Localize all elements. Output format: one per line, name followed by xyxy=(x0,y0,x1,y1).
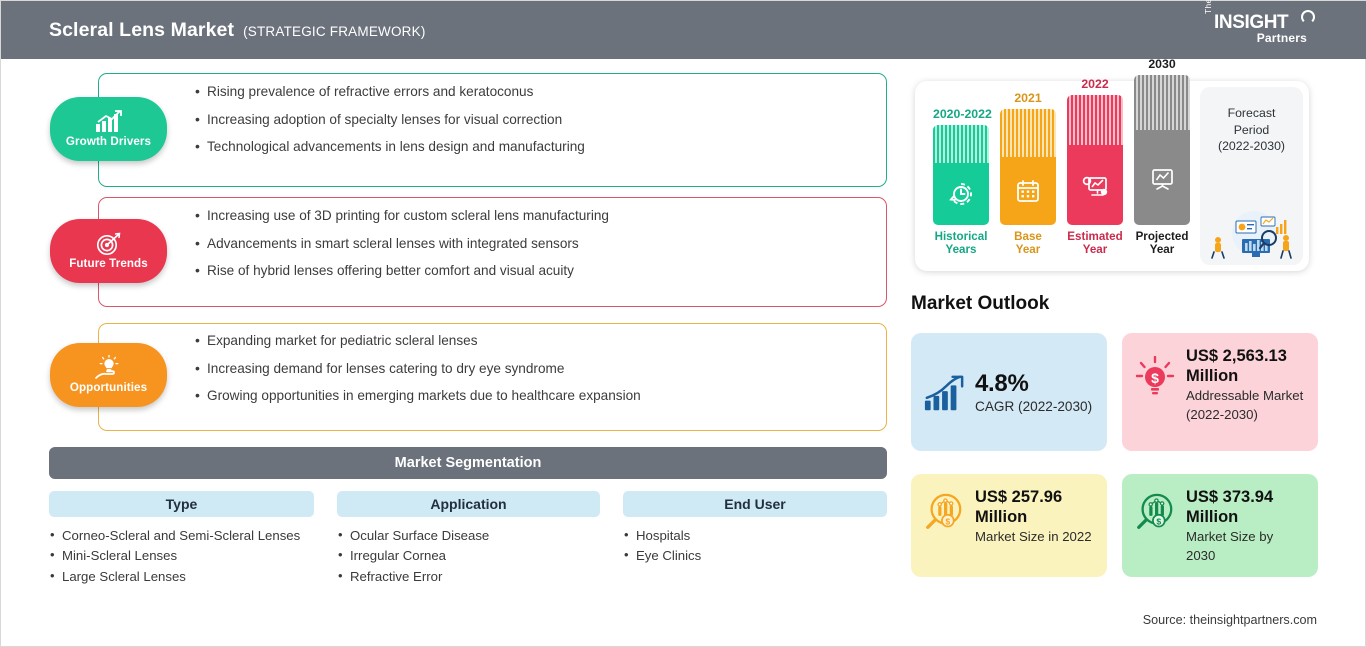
market-outlook-title: Market Outlook xyxy=(911,293,1050,314)
magnifier-chart-dollar-icon: $ xyxy=(1134,487,1176,535)
analytics-gear-icon xyxy=(1082,176,1108,196)
calendar-icon xyxy=(1017,180,1039,202)
source-attribution: Source: theinsightpartners.com xyxy=(1142,613,1317,627)
segmentation-column-type: Type Corneo-Scleral and Semi-Scleral Len… xyxy=(49,491,314,587)
outlook-card-value: US$ 373.94 Million xyxy=(1186,488,1274,526)
list-item: Expanding market for pediatric scleral l… xyxy=(195,333,886,348)
segmentation-column-end-user: End User Hospitals Eye Clinics xyxy=(623,491,887,567)
timeline-caption: Projected Year xyxy=(1135,230,1189,256)
svg-text:$: $ xyxy=(1151,370,1159,386)
segmentation-item-list: Corneo-Scleral and Semi-Scleral Lenses M… xyxy=(49,525,314,587)
list-item: Growing opportunities in emerging market… xyxy=(195,388,886,403)
list-item: Large Scleral Lenses xyxy=(49,566,314,587)
outlook-card-text: US$ 2,563.13 Million Addressable Market … xyxy=(1186,346,1306,424)
badge-label: Growth Drivers xyxy=(65,135,152,148)
outlook-card-text: US$ 257.96 Million Market Size in 2022 xyxy=(975,487,1095,547)
timeline-caption: Base Year xyxy=(1014,230,1042,256)
badge-label: Opportunities xyxy=(69,381,148,394)
logo-the-text: The xyxy=(1203,0,1213,14)
forecast-line-1: Forecast xyxy=(1227,106,1276,120)
badge-growth-drivers[interactable]: Growth Drivers xyxy=(50,97,167,161)
bar-chart-growth-icon xyxy=(95,110,123,134)
segmentation-item-list: Hospitals Eye Clinics xyxy=(623,525,887,567)
opportunities-bullet-list: Expanding market for pediatric scleral l… xyxy=(99,324,886,403)
badge-future-trends[interactable]: Future Trends xyxy=(50,219,167,283)
outlook-card-text: US$ 373.94 Million Market Size by 2030 xyxy=(1186,487,1306,565)
outlook-card-label: Addressable Market (2022-2030) xyxy=(1186,388,1304,422)
svg-text:$: $ xyxy=(1156,517,1161,527)
segmentation-column-header: Application xyxy=(337,491,600,517)
insight-partners-logo: The INSIGHT Partners xyxy=(1203,0,1315,51)
target-dart-icon xyxy=(96,232,122,256)
bar-chart-arrow-icon xyxy=(923,374,965,414)
list-item: Mini-Scleral Lenses xyxy=(49,545,314,566)
clock-history-icon xyxy=(949,183,972,205)
page-title: Scleral Lens Market xyxy=(49,18,235,41)
list-item: Eye Clinics xyxy=(623,545,887,566)
magnifier-chart-dollar-icon: $ xyxy=(923,487,965,535)
segmentation-item-list: Ocular Surface Disease Irregular Cornea … xyxy=(337,525,600,587)
list-item: Technological advancements in lens desig… xyxy=(195,139,886,154)
timeline-year-label: 2020-2022 xyxy=(933,107,992,121)
badge-opportunities[interactable]: Opportunities xyxy=(50,343,167,407)
timeline-year-label: 2022 xyxy=(1081,77,1109,91)
segmentation-column-application: Application Ocular Surface Disease Irreg… xyxy=(337,491,600,587)
market-segmentation-title: Market Segmentation xyxy=(49,447,887,479)
forecast-period-panel: Forecast Period (2022-2030) xyxy=(1200,87,1303,265)
outlook-card-label: Market Size in 2022 xyxy=(975,529,1092,544)
svg-text:$: $ xyxy=(945,517,950,527)
panel-future-trends: Increasing use of 3D printing for custom… xyxy=(98,197,887,307)
timeline-caption: Estimated Year xyxy=(1067,230,1123,256)
future-trends-bullet-list: Increasing use of 3D printing for custom… xyxy=(99,198,886,278)
timeline-year-label: 2021 xyxy=(1014,91,1042,105)
data-analysis-illustration xyxy=(1211,211,1292,259)
outlook-card-market-size-2030: $ US$ 373.94 Million Market Size by 2030 xyxy=(1122,474,1318,577)
list-item: Rise of hybrid lenses offering better co… xyxy=(195,263,886,278)
lightbulb-dollar-icon: $ xyxy=(1134,346,1176,398)
segmentation-column-header: Type xyxy=(49,491,314,517)
list-item: Refractive Error xyxy=(337,566,600,587)
forecast-line-3: (2022-2030) xyxy=(1218,139,1285,153)
outlook-card-value: US$ 2,563.13 Million xyxy=(1186,347,1287,385)
list-item: Rising prevalence of refractive errors a… xyxy=(195,84,886,99)
outlook-card-value: US$ 257.96 Million xyxy=(975,488,1063,526)
study-period-timeline-chart: 2020-2022 Historical Years 2021 xyxy=(915,57,1309,271)
panel-growth-drivers: Rising prevalence of refractive errors a… xyxy=(98,73,887,187)
header-title-group: Scleral Lens Market (STRATEGIC FRAMEWORK… xyxy=(49,19,426,42)
badge-label: Future Trends xyxy=(69,257,148,270)
list-item: Advancements in smart scleral lenses wit… xyxy=(195,236,886,251)
list-item: Irregular Cornea xyxy=(337,545,600,566)
outlook-card-value: 4.8% xyxy=(975,370,1029,398)
forecast-line-2: Period xyxy=(1233,122,1270,137)
timeline-year-label: 2030 xyxy=(1148,57,1176,71)
panel-opportunities: Expanding market for pediatric scleral l… xyxy=(98,323,887,431)
outlook-card-text: 4.8% CAGR (2022-2030) xyxy=(975,370,1095,417)
outlook-card-label: CAGR (2022-2030) xyxy=(975,399,1093,415)
presentation-chart-icon xyxy=(1152,168,1173,190)
header-bar: Scleral Lens Market (STRATEGIC FRAMEWORK… xyxy=(1,0,1366,59)
list-item: Corneo-Scleral and Semi-Scleral Lenses xyxy=(49,525,314,546)
outlook-card-addressable-market: $ US$ 2,563.13 Million Addressable Marke… xyxy=(1122,333,1318,451)
logo-ring-icon xyxy=(1301,10,1315,24)
growth-drivers-bullet-list: Rising prevalence of refractive errors a… xyxy=(99,74,886,154)
outlook-card-cagr: 4.8% CAGR (2022-2030) xyxy=(911,333,1107,451)
list-item: Hospitals xyxy=(623,525,887,546)
logo-partners-text: Partners xyxy=(1256,31,1307,45)
outlook-card-market-size-2022: $ US$ 257.96 Million Market Size in 2022 xyxy=(911,474,1107,577)
list-item: Increasing use of 3D printing for custom… xyxy=(195,208,886,223)
list-item: Ocular Surface Disease xyxy=(337,525,600,546)
timeline-caption: Historical Years xyxy=(934,230,988,256)
segmentation-column-header: End User xyxy=(623,491,887,517)
list-item: Increasing demand for lenses catering to… xyxy=(195,361,886,376)
logo-insight-text: INSIGHT xyxy=(1214,12,1289,33)
lightbulb-in-hand-icon xyxy=(94,355,124,380)
page-subtitle: (STRATEGIC FRAMEWORK) xyxy=(243,23,426,39)
list-item: Increasing adoption of specialty lenses … xyxy=(195,112,886,127)
outlook-card-label: Market Size by 2030 xyxy=(1186,529,1274,563)
